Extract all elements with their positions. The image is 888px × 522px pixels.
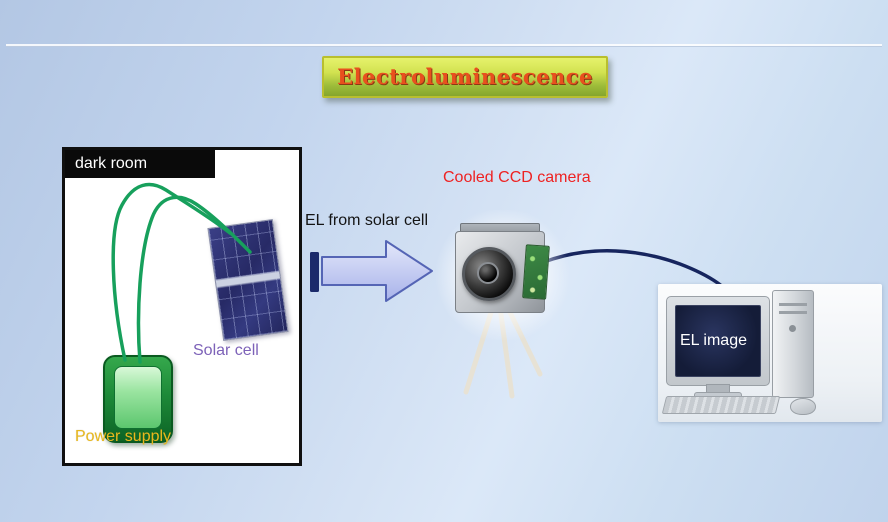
- el-arrow: [321, 240, 433, 302]
- tower-drive-slot: [779, 311, 807, 314]
- dark-room-label: dark room: [65, 150, 215, 178]
- computer-monitor: EL image: [666, 296, 770, 386]
- camera-lens: [462, 247, 516, 301]
- solar-cell-image: [207, 218, 289, 342]
- dark-room-box: dark room Solar cell Power supply: [62, 147, 302, 466]
- slide-title: Electroluminescence: [337, 64, 593, 89]
- el-image-label: EL image: [680, 332, 747, 349]
- keyboard: [661, 396, 781, 414]
- divider-line: [6, 44, 882, 47]
- computer: EL image: [658, 284, 882, 422]
- power-supply-label: Power supply: [75, 428, 172, 445]
- el-from-solar-cell-label: EL from solar cell: [305, 212, 428, 229]
- monitor-screen: EL image: [675, 305, 761, 377]
- computer-tower: [772, 290, 814, 398]
- arrow-tail-bar: [310, 252, 319, 292]
- power-supply-device: [103, 355, 173, 443]
- camera-lens-inner: [477, 262, 499, 284]
- dark-room-label-text: dark room: [75, 155, 148, 172]
- mouse: [790, 398, 816, 415]
- camera-circuit-board: [522, 244, 550, 300]
- power-supply-screen: [114, 366, 162, 429]
- tower-power-button: [789, 325, 796, 332]
- ccd-camera: [435, 205, 570, 405]
- cooled-ccd-camera-label: Cooled CCD camera: [443, 169, 591, 186]
- solar-cell-label: Solar cell: [193, 342, 259, 359]
- tower-drive-slot: [779, 303, 807, 306]
- slide-title-banner: Electroluminescence: [322, 56, 608, 98]
